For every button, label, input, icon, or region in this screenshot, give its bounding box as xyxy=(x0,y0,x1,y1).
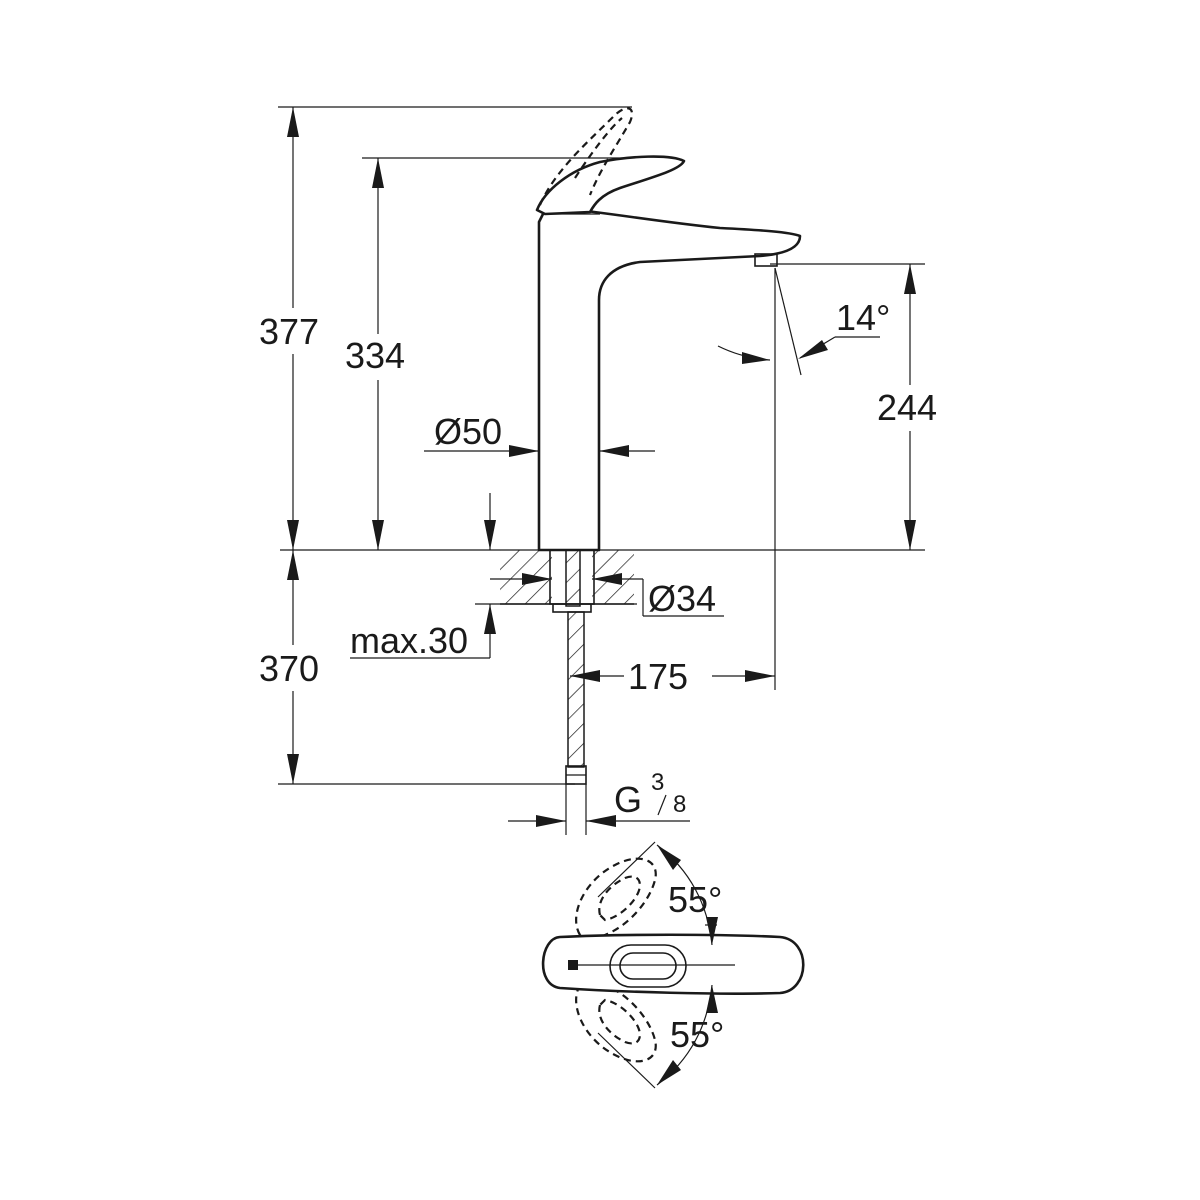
dimension-max-thickness: max.30 xyxy=(350,493,496,661)
shank-and-hose xyxy=(552,549,592,785)
spout-height-label: 244 xyxy=(877,387,937,428)
dimension-total-height: 377 xyxy=(250,107,330,550)
dimension-thread: G 3 8 xyxy=(508,769,690,827)
spout-angle-label: 14° xyxy=(836,297,890,338)
dimension-spout-reach: 175 xyxy=(570,656,775,698)
hose-length-label: 370 xyxy=(259,648,319,689)
dimension-hose-length: 370 xyxy=(250,550,330,784)
dimension-lever-angles: 55° 55° xyxy=(597,841,724,1089)
dimension-spout-angle: 14° xyxy=(717,267,890,376)
dimension-body-diameter: Ø50 xyxy=(424,411,655,457)
hole-diameter-label: Ø34 xyxy=(648,578,716,619)
thread-denominator: 8 xyxy=(673,791,686,818)
total-height-label: 377 xyxy=(259,311,319,352)
body-diameter-label: Ø50 xyxy=(434,411,502,452)
faucet-top-view xyxy=(541,857,805,1063)
faucet-side-view xyxy=(535,155,802,552)
countertop-section xyxy=(500,549,634,605)
thread-label: G xyxy=(614,779,642,820)
lever-height-label: 334 xyxy=(345,335,405,376)
thread-numerator: 3 xyxy=(651,769,664,796)
dimension-lever-height: 334 xyxy=(340,158,418,550)
spout-reach-label: 175 xyxy=(628,656,688,697)
max-thickness-label: max.30 xyxy=(350,620,468,661)
lever-angle-front-label: 55° xyxy=(670,1014,724,1055)
lever-angle-back-label: 55° xyxy=(668,879,722,920)
dimension-spout-height: 244 xyxy=(872,264,948,550)
lever-open-outline xyxy=(538,107,634,206)
